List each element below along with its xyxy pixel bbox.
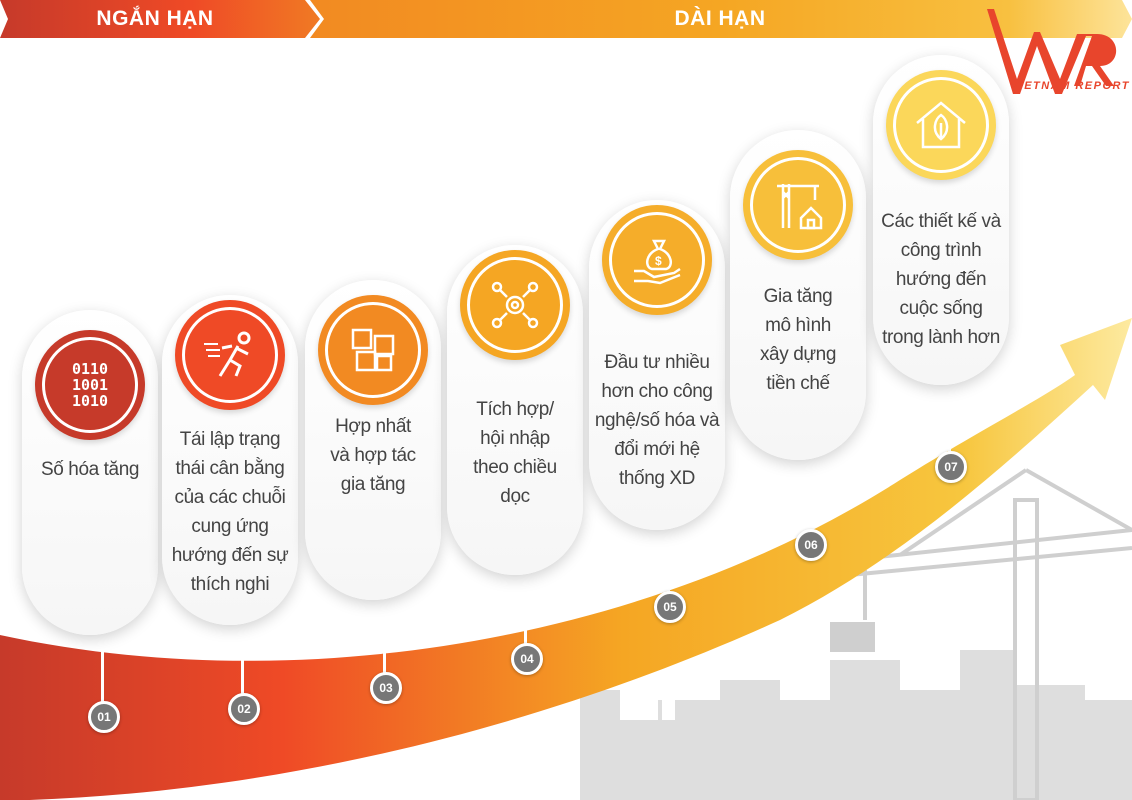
step-label: Tái lập trạng thái cân bằng của các chuỗi c… [166, 425, 294, 599]
step-label-line: theo chiều [473, 457, 557, 478]
step-number-node: 06 [795, 529, 827, 561]
green-house-icon [893, 77, 989, 173]
connector-line [808, 455, 811, 543]
step-label-line: dọc [500, 486, 530, 507]
step-label-line: hội nhập [480, 428, 550, 449]
connector-line [524, 570, 527, 657]
step-label-line: hơn cho công [601, 381, 713, 402]
step-number-node: 03 [370, 672, 402, 704]
step-label-line: gia tăng [340, 474, 406, 495]
connector-line [101, 630, 104, 715]
step-label-line: Đầu tư nhiều [604, 352, 710, 373]
step-card-06: Gia tăng mô hình xây dựng tiền chế [730, 130, 866, 460]
step-card-04: Tích hợp/hội nhập theo chiều dọc [447, 245, 583, 575]
step-label: Tích hợp/hội nhập theo chiều dọc [451, 395, 579, 511]
gear-network-icon [467, 257, 563, 353]
step-label-line: thống XD [618, 468, 696, 489]
step-label-line: cuộc sống [899, 298, 983, 319]
step-label-line: Gia tăng [763, 286, 833, 307]
running-man-icon [182, 307, 278, 403]
connector-line [667, 525, 670, 605]
step-card-05: $ Đầu tư nhiều hơn cho công nghệ/số hóa và đ… [589, 200, 725, 530]
step-label-line: hướng đến [895, 269, 987, 290]
step-label: Các thiết kế và công trình hướng đến cuộc s… [877, 207, 1005, 352]
step-label: Hợp nhất và hợp tác gia tăng [309, 412, 437, 499]
step-number-node: 01 [88, 701, 120, 733]
step-card-03: Hợp nhất và hợp tác gia tăng [305, 280, 441, 600]
step-label-line: Tái lập trạng [179, 429, 281, 450]
step-label: Số hóa tăng [26, 455, 154, 484]
svg-text:$: $ [655, 254, 662, 268]
step-label-line: xây dựng [759, 344, 837, 365]
connector-line [383, 595, 386, 686]
step-number-node: 07 [935, 451, 967, 483]
step-card-07: Các thiết kế và công trình hướng đến cuộc s… [873, 55, 1009, 385]
crane-load [830, 622, 875, 652]
step-label-line: mô hình [765, 315, 831, 336]
step-label-line: tiền chế [766, 373, 830, 394]
step-icon-badge [460, 250, 570, 360]
header-long-term: DÀI HẠN [674, 7, 766, 30]
step-card-02: Tái lập trạng thái cân bằng của các chuỗi c… [162, 295, 298, 625]
step-label: Đầu tư nhiều hơn cho công nghệ/số hóa và đổ… [593, 348, 721, 493]
step-label-line: trong lành hơn [882, 327, 1000, 348]
step-icon-badge [743, 150, 853, 260]
logo-subtitle: VIETNAM REPORT [1010, 80, 1130, 92]
step-icon-badge [175, 300, 285, 410]
step-label-line: thái cân bằng [175, 458, 285, 479]
city-silhouette [580, 650, 1132, 800]
step-label-line: nghệ/số hóa và [594, 410, 720, 431]
step-label-line: đổi mới hệ [614, 439, 700, 460]
step-icon-badge [886, 70, 996, 180]
step-label-line: Tích hợp/ [476, 399, 554, 420]
growth-arrow [0, 318, 1132, 800]
step-number-node: 04 [511, 643, 543, 675]
step-number-node: 02 [228, 693, 260, 725]
connector-line [241, 620, 244, 707]
step-label: Gia tăng mô hình xây dựng tiền chế [734, 282, 862, 398]
step-label-line: Các thiết kế và [881, 211, 1001, 232]
step-label-line: hướng đến sự [171, 545, 289, 566]
puzzle-icon [325, 302, 421, 398]
connector-line [948, 380, 951, 465]
step-icon-badge [318, 295, 428, 405]
step-label-line: thích nghi [190, 574, 270, 595]
step-icon-badge: $ [602, 205, 712, 315]
step-label-line: cung ứng [191, 516, 269, 537]
step-number-node: 05 [654, 591, 686, 623]
step-label-line: của các chuỗi [174, 487, 286, 508]
step-label-line: và hợp tác [330, 445, 416, 466]
header-short-term-bg [0, 0, 320, 38]
money-bag-hand-icon: $ [609, 212, 705, 308]
vnr-logo [987, 9, 1117, 94]
step-label-line: Hợp nhất [335, 416, 411, 437]
header-short-term: NGẮN HẠN [96, 7, 214, 30]
crane-house-icon [750, 157, 846, 253]
crane-illustration [849, 468, 1132, 800]
header-long-term-bg [310, 0, 1132, 38]
step-label-line: công trình [900, 240, 982, 261]
step-label-line: Số hóa tăng [40, 459, 140, 480]
